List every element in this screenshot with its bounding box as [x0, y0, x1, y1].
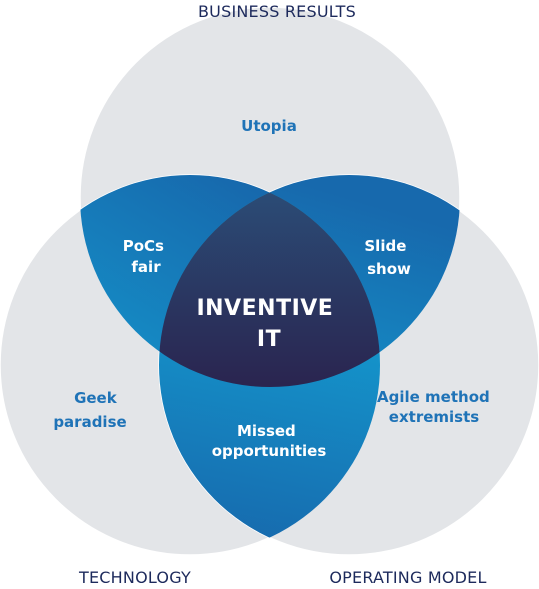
region-label-missed-line1: Missed	[237, 422, 296, 440]
set-label-operating-model: OPERATING MODEL	[329, 568, 486, 587]
region-label-geek-paradise-line2: paradise	[53, 413, 126, 431]
region-label-pocs-line1: PoCs	[123, 237, 164, 255]
region-label-agile-method-extremists: Agile method extremists	[377, 388, 495, 426]
region-label-slide-line2: show	[367, 260, 411, 278]
center-label-inventive-it: INVENTIVE IT	[197, 296, 342, 352]
set-label-technology: TECHNOLOGY	[78, 568, 191, 587]
region-label-geek-paradise-line1: Geek	[74, 389, 118, 407]
region-label-missed-line2: opportunities	[212, 442, 327, 460]
region-label-agile-line1: Agile method	[377, 388, 490, 406]
region-label-agile-line2: extremists	[389, 408, 479, 426]
region-label-slide-show: Slide show	[364, 237, 411, 278]
region-label-missed-opportunities: Missed opportunities	[212, 422, 327, 460]
set-label-business-results: BUSINESS RESULTS	[198, 2, 356, 21]
center-label-line1: INVENTIVE	[197, 296, 334, 321]
overlap-center	[159, 175, 380, 387]
region-label-pocs-line2: fair	[131, 258, 161, 276]
center-label-line2: IT	[257, 327, 281, 352]
region-label-utopia: Utopia	[241, 117, 297, 135]
region-label-pocs-fair: PoCs fair	[123, 237, 169, 276]
region-label-slide-line1: Slide	[364, 237, 406, 255]
region-label-geek-paradise: Geek paradise	[53, 389, 126, 431]
